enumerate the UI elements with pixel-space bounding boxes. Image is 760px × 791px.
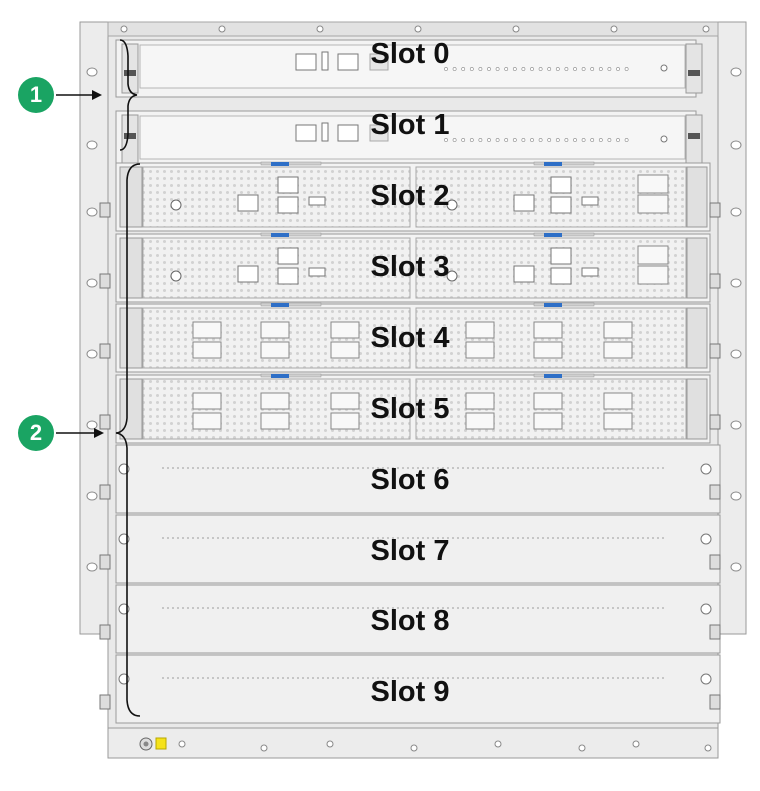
slot-label-3: Slot 3 <box>370 251 450 283</box>
callout-1: 1 <box>18 77 54 113</box>
slot-card-3 <box>99 232 721 303</box>
slot-card-2 <box>99 161 721 232</box>
chassis-top-rail <box>107 21 719 37</box>
slot-card-1 <box>115 110 703 169</box>
slot-label-6: Slot 6 <box>370 464 450 496</box>
ground-label-icon <box>155 737 167 750</box>
slot-label-0: Slot 0 <box>370 38 450 70</box>
slot-card-8 <box>99 584 721 654</box>
right-mount-holes <box>730 67 742 572</box>
callout-2: 2 <box>18 415 54 451</box>
chassis-base <box>107 727 719 759</box>
top-rail-screws <box>120 25 710 33</box>
slot-label-2: Slot 2 <box>370 180 450 212</box>
slot-card-0 <box>115 39 703 98</box>
bracket-1 <box>119 39 138 151</box>
grounding-screw-icon <box>139 737 153 751</box>
slot-card-9 <box>99 654 721 724</box>
slot-card-4 <box>99 302 721 373</box>
arrow-1-head <box>92 90 102 100</box>
slot-label-4: Slot 4 <box>370 322 450 354</box>
slot-label-5: Slot 5 <box>370 393 450 425</box>
arrow-2-head <box>94 428 104 438</box>
slot-label-7: Slot 7 <box>370 535 450 567</box>
slot-label-9: Slot 9 <box>370 676 450 708</box>
slot-label-8: Slot 8 <box>370 605 450 637</box>
slot-card-7 <box>99 514 721 584</box>
base-screws <box>178 740 712 752</box>
slot-label-1: Slot 1 <box>370 109 450 141</box>
slot-cards <box>99 39 721 724</box>
slot-card-5 <box>99 373 721 444</box>
bracket-2 <box>115 163 141 717</box>
slot-card-6 <box>99 444 721 514</box>
left-mount-holes <box>86 67 98 572</box>
